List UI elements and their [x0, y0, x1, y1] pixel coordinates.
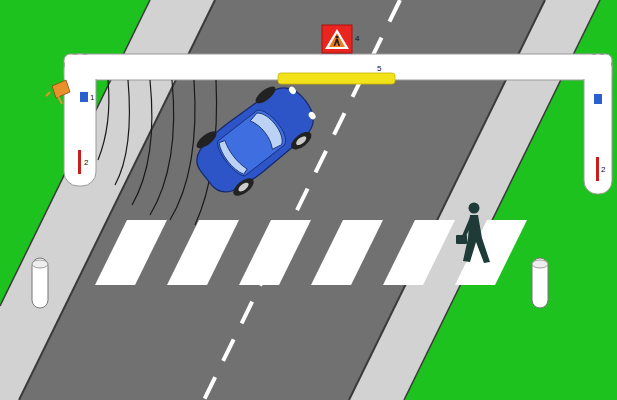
- callout-number: 4: [355, 34, 359, 43]
- warning-sign: [322, 25, 352, 53]
- warning-light: [596, 157, 599, 181]
- callout-number: 1: [90, 93, 94, 102]
- warning-light: [78, 150, 81, 174]
- gantry: [64, 54, 612, 194]
- car: [185, 73, 328, 207]
- zebra-crossing: [95, 220, 527, 285]
- bollard: [532, 258, 548, 308]
- sensor: [80, 92, 88, 102]
- light-bar: [278, 73, 395, 84]
- callout-number: 5: [377, 64, 381, 73]
- bollard: [32, 258, 48, 308]
- callout-number: 2: [601, 165, 605, 174]
- pedestrian: [456, 203, 490, 264]
- sensor: [594, 94, 602, 104]
- callout-number: 2: [84, 158, 88, 167]
- camera: [46, 80, 70, 104]
